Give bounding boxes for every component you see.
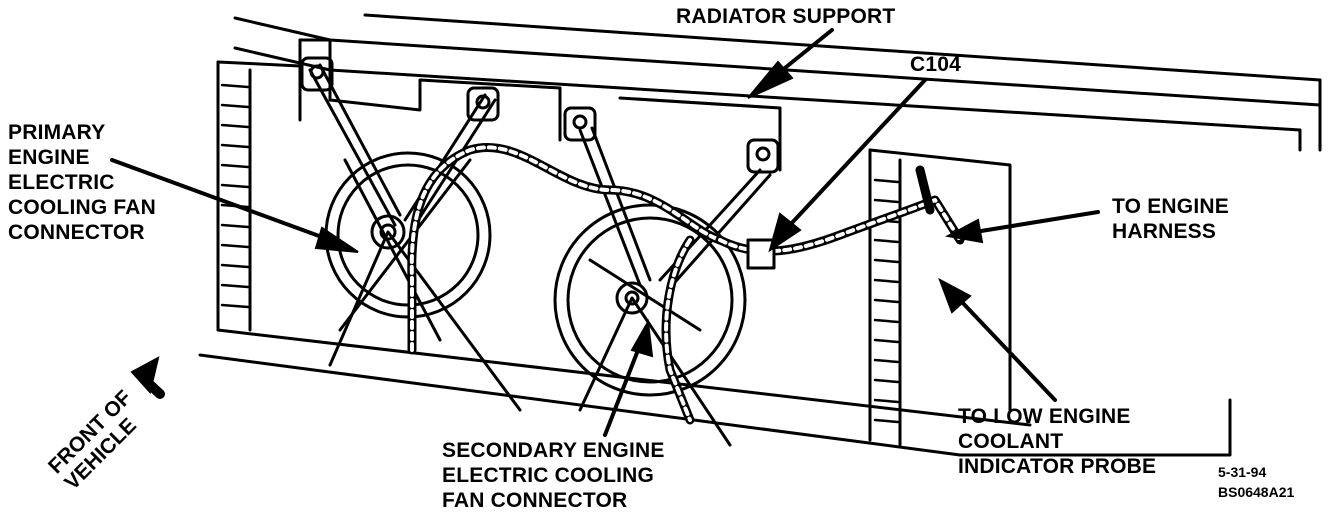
label-c104: C104	[910, 53, 962, 76]
radiator-support-frame	[233, 13, 1322, 152]
figure-code: BS0648A21	[1218, 484, 1295, 500]
label-line: FAN CONNECTOR	[442, 489, 628, 512]
label-line: INDICATOR PROBE	[958, 455, 1157, 478]
figure-id-block: 5-31-94 BS0648A21	[1218, 462, 1294, 502]
arrow-c104	[768, 78, 927, 253]
label-line: PRIMARY	[8, 121, 106, 144]
label-line: SECONDARY ENGINE	[442, 439, 665, 462]
fan-shroud-plates	[298, 38, 782, 172]
label-line: ELECTRIC	[8, 171, 115, 194]
label-to-engine-harness: TO ENGINE HARNESS	[1112, 194, 1229, 244]
secondary-fan	[553, 126, 772, 447]
label-line: ELECTRIC COOLING	[442, 464, 655, 487]
label-line: CONNECTOR	[8, 221, 145, 244]
label-line: COOLING FAN	[8, 196, 157, 219]
label-to-low-coolant-probe: TO LOW ENGINE COOLANT INDICATOR PROBE	[958, 404, 1156, 479]
arrow-radiator-support	[747, 28, 834, 99]
c104-connector	[746, 238, 776, 270]
arrow-to-low-coolant	[938, 277, 1057, 402]
label-secondary-fan-connector: SECONDARY ENGINE ELECTRIC COOLING FAN CO…	[442, 438, 665, 513]
wiring-harness	[407, 142, 965, 425]
radiator-core	[198, 60, 1232, 457]
arrow-to-engine-harness	[944, 210, 1100, 244]
label-line: ENGINE	[8, 146, 90, 169]
label-line: TO LOW ENGINE	[958, 405, 1131, 428]
label-primary-fan-connector: PRIMARY ENGINE ELECTRIC COOLING FAN CONN…	[8, 120, 156, 245]
label-radiator-support: RADIATOR SUPPORT	[676, 5, 896, 28]
radiator-fins-left	[220, 83, 250, 309]
arrow-front-of-vehicle	[130, 356, 165, 399]
mounting-brackets	[300, 56, 780, 174]
arrow-primary-fan-connector	[110, 158, 359, 253]
arrow-secondary-fan-connector	[603, 318, 654, 437]
label-line: COOLANT	[958, 430, 1064, 453]
label-line: HARNESS	[1112, 220, 1217, 243]
label-line: TO ENGINE	[1112, 195, 1229, 218]
figure-date: 5-31-94	[1218, 464, 1267, 480]
